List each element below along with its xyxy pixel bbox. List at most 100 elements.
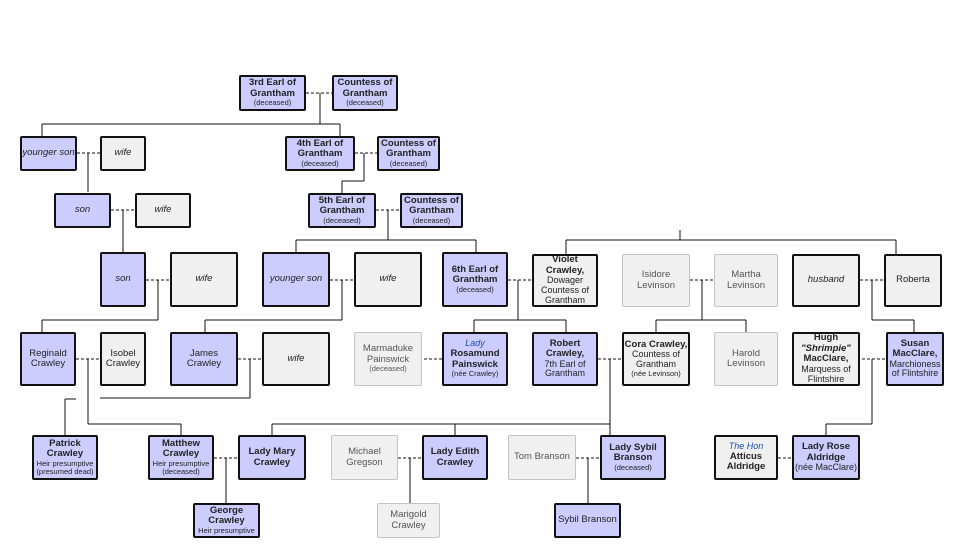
person-isobel-crawley[interactable]: Isobel Crawley [100,332,146,386]
person-5th-earl-of-grantham[interactable]: 5th Earl of Grantham (deceased) [308,193,376,228]
person-title: Heir presumptive [36,458,94,468]
person-name: wife [287,352,305,364]
person-countess-3[interactable]: Countess of Grantham (deceased) [332,75,398,111]
person-martha-levinson[interactable]: Martha Levinson [714,254,778,307]
person-name: Marigold Crawley [390,509,427,531]
person-name: Hugh [813,332,839,344]
person-note: (deceased) [162,466,200,476]
person-note: (née Levinson) [631,368,681,378]
person-reginald-crawley[interactable]: Reginald Crawley [20,332,76,386]
person-younger-son-d[interactable]: younger son [262,252,330,307]
person-patrick-crawley[interactable]: Patrick Crawley Heir presumptive (presum… [32,435,98,480]
person-lady-rosamund-painswick[interactable]: Lady Rosamund Painswick (née Crawley) [442,332,508,386]
person-name: Cora Crawley, [624,338,688,350]
person-james-crawley[interactable]: James Crawley [170,332,238,386]
person-matthew-crawley[interactable]: Matthew Crawley Heir presumptive (deceas… [148,435,214,480]
person-note: (deceased) [412,215,451,225]
person-prefix: Lady [465,338,485,349]
person-son-b[interactable]: son [54,193,111,228]
person-name: husband [807,274,845,286]
person-name: Isobel Crawley [105,347,141,369]
person-title: 7th Earl of Grantham [544,358,586,379]
person-name: Susan MacClare, [892,337,938,360]
person-name: 4th Earl of Grantham [296,137,344,160]
person-4th-earl-of-grantham[interactable]: 4th Earl of Grantham (deceased) [285,136,355,171]
person-name: wife [114,147,132,159]
person-nickname: "Shrimpie" [801,342,851,354]
person-name: Harold Levinson [726,347,766,369]
person-note: (presumed dead) [36,466,94,476]
person-lady-edith-crawley[interactable]: Lady Edith Crawley [422,435,488,480]
person-name: Roberta [896,274,930,286]
person-name: Martha Levinson [726,269,766,291]
person-countess-4[interactable]: Countess of Grantham (deceased) [377,136,440,171]
person-sybil-branson[interactable]: Sybil Branson [554,503,621,538]
person-marigold-crawley[interactable]: Marigold Crawley [377,503,440,538]
person-wife-d[interactable]: wife [354,252,422,307]
person-surname: MacClare, [803,353,849,365]
person-6th-earl-of-grantham[interactable]: 6th Earl of Grantham (deceased) [442,252,508,307]
person-name: George Crawley [208,504,245,527]
person-note: (deceased) [389,158,428,168]
person-name: Countess of Grantham [404,194,459,217]
person-note: (deceased) [456,284,494,294]
person-title: Marchioness of Flintshire [889,358,941,379]
person-note: (deceased) [369,364,407,374]
person-name: son [115,273,131,285]
person-name: Countess of Grantham [381,137,436,160]
person-title: Countess of Grantham [631,349,681,370]
person-name: Tom Branson [514,451,570,463]
person-name: Sybil Branson [558,514,617,526]
person-tom-branson[interactable]: Tom Branson [508,435,576,480]
person-note: (deceased) [323,215,361,225]
person-prefix: The Hon [728,441,764,452]
person-hugh-macclare[interactable]: Hugh "Shrimpie" MacClare, Marquess of Fl… [792,332,860,386]
person-name: younger son [22,147,75,159]
person-lady-rose-aldridge[interactable]: Lady Rose Aldridge (née MacClare) [792,435,860,480]
person-note: (deceased) [614,462,652,472]
person-robert-crawley[interactable]: Robert Crawley, 7th Earl of Grantham [532,332,598,386]
person-name: Robert Crawley, [545,337,585,360]
person-name: wife [379,273,397,285]
person-note: (deceased) [346,98,384,108]
person-lady-mary-crawley[interactable]: Lady Mary Crawley [238,435,306,480]
person-wife-e[interactable]: wife [262,332,330,386]
person-name: 3rd Earl of Grantham [249,77,296,99]
person-countess-5[interactable]: Countess of Grantham (deceased) [400,193,463,228]
person-susan-macclare[interactable]: Susan MacClare, Marchioness of Flintshir… [886,332,944,386]
person-name: Violet Crawley, [545,254,585,276]
person-isidore-levinson[interactable]: Isidore Levinson [622,254,690,307]
person-name: 6th Earl of Grantham [451,263,499,286]
person-name: 5th Earl of Grantham [318,194,366,217]
person-george-crawley[interactable]: George Crawley Heir presumptive [193,503,260,538]
person-wife-c[interactable]: wife [170,252,238,307]
person-wife-b[interactable]: wife [135,193,191,228]
person-name: Lady Mary Crawley [248,446,296,468]
person-wife-a[interactable]: wife [100,136,146,171]
person-husband-roberta[interactable]: husband [792,254,860,307]
person-name: Reginald Crawley [29,347,67,369]
person-atticus-aldridge[interactable]: The Hon Atticus Aldridge [714,435,778,480]
person-note: (née MacClare) [794,461,858,472]
person-marmaduke-painswick[interactable]: Marmaduke Painswick (deceased) [354,332,422,386]
person-name: Lady Rose Aldridge [801,441,851,463]
person-name: James Crawley [186,347,222,369]
person-name: Countess of Grantham [337,77,393,99]
person-michael-gregson[interactable]: Michael Gregson [331,435,398,480]
person-cora-crawley[interactable]: Cora Crawley, Countess of Grantham (née … [622,332,690,386]
person-roberta[interactable]: Roberta [884,254,942,307]
person-lady-sybil-branson[interactable]: Lady Sybil Branson (deceased) [600,435,666,480]
person-younger-son-a[interactable]: younger son [20,136,77,171]
person-note: (deceased) [301,158,339,168]
person-harold-levinson[interactable]: Harold Levinson [714,332,778,386]
person-name: Matthew Crawley [162,437,200,460]
person-name: Lady Edith Crawley [430,446,480,468]
person-violet-crawley[interactable]: Violet Crawley, Dowager Countess of Gran… [532,254,598,307]
person-name: wife [154,204,172,216]
person-name: Lady Sybil Branson [609,441,657,464]
person-name: Rosamund Painswick [450,348,500,370]
person-3rd-earl-of-grantham[interactable]: 3rd Earl of Grantham (deceased) [239,75,306,111]
person-son-c[interactable]: son [100,252,146,307]
person-name: younger son [269,273,323,285]
